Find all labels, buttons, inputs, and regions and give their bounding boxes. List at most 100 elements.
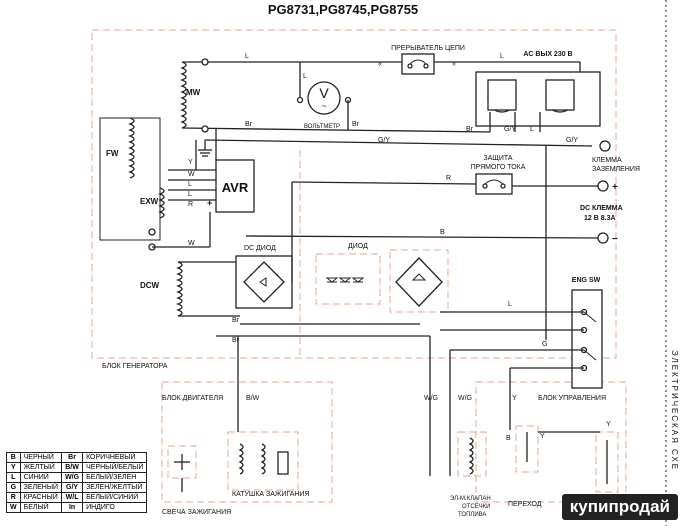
eng-sw-lever-1 [583, 311, 597, 323]
dc-winding-coil [176, 261, 183, 317]
dc-minus-terminal [597, 232, 609, 244]
legend-color-name: КОРИЧНЕВЫЙ [82, 452, 148, 463]
dc-diode-symbol [259, 277, 267, 287]
wire-b-minus [245, 235, 599, 239]
fuel-valve-border [457, 431, 487, 477]
wire-label-bw: B/W [246, 395, 260, 402]
wire-label-l-eng: L [508, 301, 512, 308]
legend-color-name: ИНДИГО [82, 502, 148, 513]
legend-code: W [6, 502, 21, 513]
legend-color-name: СИНИЙ [19, 472, 63, 483]
voltmeter-symbol: V [319, 85, 329, 101]
legend-code: W/L [61, 492, 84, 503]
fuel-valve-coil [468, 437, 474, 475]
ground-terminal-label-2: ЗАЗЕМЛЕНИЯ [592, 166, 640, 173]
wire-label-l-vm: L [303, 73, 307, 80]
avr-label: AVR [222, 180, 249, 195]
connector-mark: « [378, 61, 382, 68]
exw-label: EXW [140, 197, 159, 206]
breaker-contact-1 [407, 63, 413, 69]
dc-prot-arc [484, 179, 504, 185]
wire-label-l-ac: L [500, 53, 504, 60]
ignition-coil-label: КАТУШКА ЗАЖИГАНИЯ [232, 491, 310, 498]
fw-label: FW [106, 149, 119, 158]
legend-code: B [6, 452, 21, 463]
control-zone-border [475, 381, 627, 503]
fuel-valve-label-2: ОТСЕЧКИ [462, 504, 490, 510]
avr-wire-r: R [188, 201, 193, 208]
legend-color-name: ЖЕЛТЫЙ [19, 462, 63, 473]
ignition-coil [238, 443, 289, 475]
legend-code: Br [61, 452, 84, 463]
voltmeter-tilde: ~ [321, 101, 326, 111]
switch-border [515, 425, 539, 473]
diode-array [325, 277, 365, 283]
legend-code: W/G [61, 472, 84, 483]
dc-protection-label-1: ЗАЩИТА [483, 155, 513, 162]
engine-zone-label: БЛОК ДВИГАТЕЛЯ [162, 395, 223, 402]
diode-group-border [315, 253, 381, 305]
watermark-text: купипродай [569, 497, 670, 516]
circuit-breaker-label: ПРЕРЫВАТЕЛЬ ЦЕПИ [391, 45, 465, 52]
dc-terminal-label-2: 12 В 8.3А [584, 215, 616, 222]
legend-color-name: КРАСНЫЙ [19, 492, 63, 503]
wire-label-y: Y [512, 395, 517, 402]
dc-plus-terminal [597, 180, 609, 192]
legend-code: G [6, 482, 21, 493]
bridge-border [389, 249, 449, 313]
diagram-title: PG8731,PG8745,PG8755 [268, 2, 418, 17]
dc-diode-bridge [243, 261, 285, 303]
ground-terminal [599, 140, 611, 152]
avr-wire-l2: L [188, 191, 192, 198]
legend-color-name: БЕЛЫЙ [19, 502, 63, 513]
legend-color-name: ЗЕЛЕН/ЖЕЛТЫЙ [82, 482, 148, 493]
wire-br-main [181, 127, 491, 133]
wire-label-g: G [542, 341, 547, 348]
avr-plus: + [207, 198, 212, 208]
wire-label-wg-1: W/G [424, 395, 438, 402]
dc-plus-sign: + [612, 182, 618, 193]
switch-label: ПЕРЕХОД [508, 501, 542, 508]
legend-code: G/Y [61, 482, 84, 493]
wire-label-r: R [446, 175, 451, 182]
wire-label-br-main: Br [245, 121, 253, 128]
fuel-valve-label-1: ЭЛ-М.КЛАПАН [450, 496, 491, 502]
legend-color-name: БЕЛЫЙ/СИНИЙ [82, 492, 148, 503]
voltmeter-terminal-1 [296, 96, 304, 104]
wire-label-y-sw: Y [540, 433, 545, 440]
field-winding-coil [128, 117, 135, 179]
legend-color-name: ЧЕРНЫЙ [19, 452, 63, 463]
wire-label-br-dcw1: Br [232, 317, 240, 324]
eng-sw-label: ENG SW [572, 277, 601, 284]
wire-r-dc [291, 181, 477, 185]
switch-right-border [595, 431, 619, 493]
dc-prot-contact-1 [482, 183, 488, 189]
generator-zone-border [91, 29, 617, 359]
wire-label-b: B [440, 229, 445, 236]
main-winding-coil [180, 61, 187, 129]
engine-zone-border [161, 381, 333, 503]
wire-label-b-sw: B [506, 435, 511, 442]
eng-sw-box [571, 289, 603, 389]
dc-terminal-label-1: DC КЛЕММА [580, 205, 623, 212]
ignition-coil-border [227, 431, 299, 491]
wire-label-gy-main: G/Y [378, 137, 390, 144]
ac-output-label: AC ВЫХ 230 В [523, 51, 572, 58]
wire-label-gy-ac2: G/Y [566, 137, 578, 144]
eng-sw-lever-2 [583, 349, 597, 361]
ac-socket-1 [487, 79, 517, 113]
diode-label: ДИОД [348, 243, 368, 250]
avr-wire-w: W [188, 171, 195, 178]
ground-terminal-label-1: КЛЕММА [592, 157, 622, 164]
diode-bridge-2 [395, 257, 443, 307]
breaker-contact-2 [423, 63, 429, 69]
voltmeter-label: ВОЛЬТМЕТР [304, 124, 340, 130]
wire-label-l-ac2: L [530, 126, 534, 133]
connector-mark-2: « [452, 61, 456, 68]
